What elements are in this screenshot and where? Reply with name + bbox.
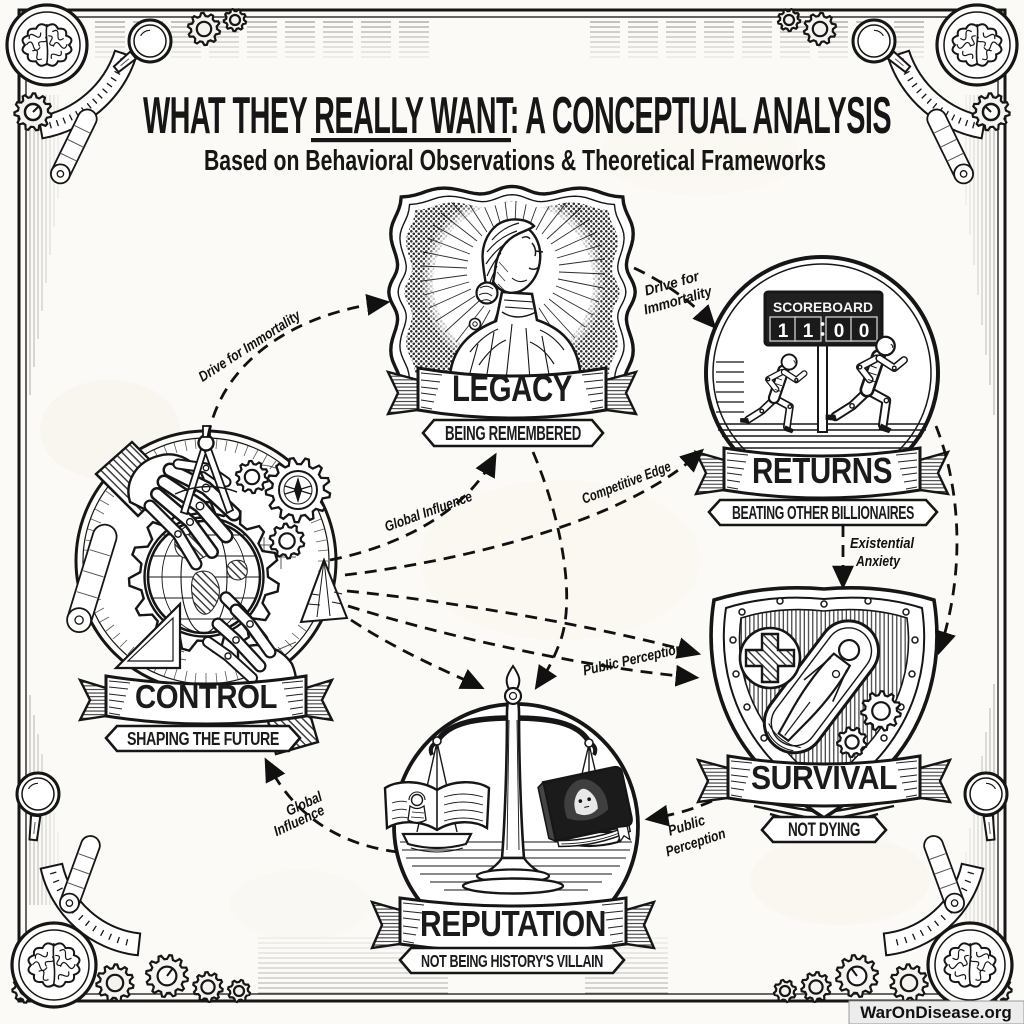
svg-text:SURVIVAL: SURVIVAL [751,759,897,796]
svg-text:Anxiety: Anxiety [855,554,901,570]
svg-text:BEATING OTHER BILLIONAIRES: BEATING OTHER BILLIONAIRES [732,503,914,523]
svg-text:WHAT THEY REALLY WANT: A CONCE: WHAT THEY REALLY WANT: A CONCEPTUAL ANAL… [143,87,891,145]
svg-text:NOT DYING: NOT DYING [788,820,860,841]
svg-text:1: 1 [803,321,814,342]
svg-text:Based on Behavioral Observatio: Based on Behavioral Observations & Theor… [204,145,826,177]
svg-text:LEGACY: LEGACY [452,368,573,409]
svg-text:SCOREBOARD: SCOREBOARD [773,299,873,315]
svg-text:RETURNS: RETURNS [752,450,892,491]
svg-text:SHAPING THE FUTURE: SHAPING THE FUTURE [127,728,279,749]
svg-text:CONTROL: CONTROL [135,678,277,715]
svg-text:WarOnDisease.org: WarOnDisease.org [860,1003,1011,1022]
svg-text:0: 0 [859,321,870,342]
svg-text:REPUTATION: REPUTATION [420,903,606,944]
svg-text:Existential: Existential [850,536,915,552]
svg-text:BEING REMEMBERED: BEING REMEMBERED [445,422,581,445]
svg-text:NOT BEING HISTORY'S VILLAIN: NOT BEING HISTORY'S VILLAIN [421,951,603,971]
svg-text:0: 0 [834,321,845,342]
svg-text:1: 1 [778,321,789,342]
